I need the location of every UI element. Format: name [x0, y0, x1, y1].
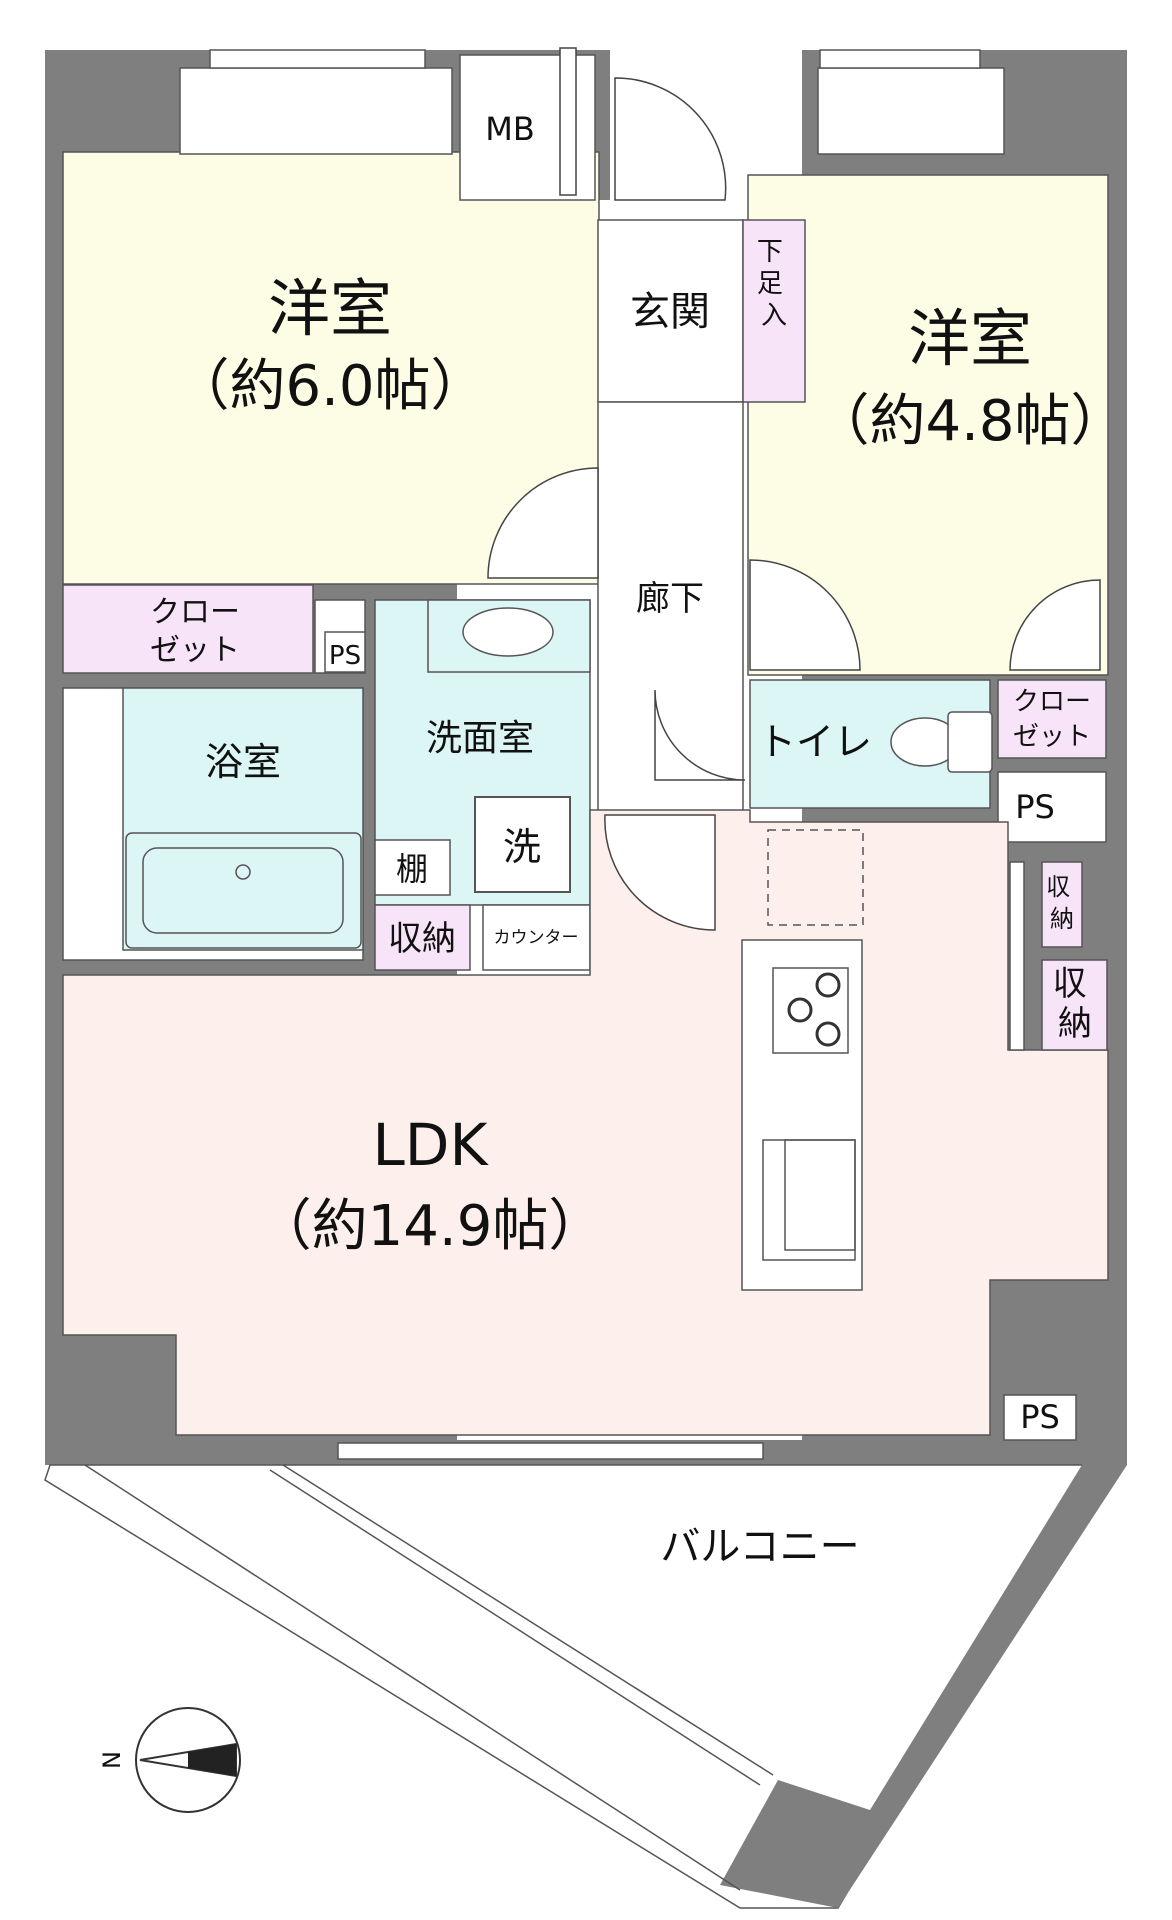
shoe-storage-char-3: 入	[761, 301, 787, 331]
storage-ldk-2-box	[1041, 959, 1108, 1051]
bathtub	[125, 832, 362, 949]
closet-2-line-1: クロー	[1013, 687, 1091, 717]
meter-box-label: MB	[485, 110, 535, 148]
toilet-label: トイレ	[758, 720, 872, 764]
closet-2-box	[997, 679, 1107, 759]
compass-rose	[135, 1707, 241, 1813]
western-room-1-size: （約6.0帖）	[173, 354, 486, 419]
shoe-storage-char-2: 足	[757, 269, 783, 299]
windows	[209, 49, 981, 1460]
western-room-2-name: 洋室	[908, 302, 1032, 375]
entrance-floor	[597, 219, 744, 403]
washer-box	[474, 796, 571, 893]
storage-ldk-2-char-1: 収	[1053, 964, 1087, 1004]
closet-2-line-2: ゼット	[1013, 722, 1091, 752]
storage-ldk-1-char-2: 納	[1050, 905, 1074, 933]
western-room-2-size: （約4.8帖）	[813, 389, 1126, 454]
storage-ldk-2-label: 収 納	[1053, 964, 1098, 1044]
ps-label-1: PS	[329, 641, 361, 671]
ps-box-3	[1003, 1394, 1077, 1441]
balcony-label: バルコニー	[660, 1524, 859, 1570]
storage-ldk-1-label: 収 納	[1046, 873, 1078, 933]
shoe-storage-char-1: 下	[757, 237, 783, 267]
bathroom-label: 浴室	[205, 740, 281, 784]
closet-1-line-2: ゼット	[150, 633, 240, 668]
ldk-size: （約14.9帖）	[256, 1194, 605, 1259]
entrance-label: 玄関	[630, 289, 710, 335]
fridge-space	[767, 829, 864, 926]
ps-box-1	[324, 631, 366, 673]
sink	[762, 1139, 856, 1261]
storage-ldk-1-char-1: 収	[1046, 873, 1070, 901]
shoe-storage-box	[742, 219, 806, 403]
storage-ldk-2-char-2: 納	[1058, 1004, 1092, 1044]
shoe-storage-label: 下 足 入	[757, 237, 791, 331]
ldk-name: LDK	[372, 1111, 489, 1179]
hallway-label: 廊下	[636, 579, 704, 619]
counter-box	[482, 904, 591, 971]
doors	[487, 47, 1101, 931]
counter-label: カウンター	[494, 928, 579, 948]
shelf-label: 棚	[396, 850, 428, 888]
compass-north-label: N	[98, 1751, 126, 1769]
storage-wash-label: 収納	[388, 919, 456, 959]
shelf-box	[374, 839, 451, 896]
ps-label-3: PS	[1020, 1398, 1060, 1436]
wash-basin	[462, 607, 554, 657]
balcony-floor	[44, 1464, 1102, 1909]
ps-label-2: PS	[1015, 788, 1055, 826]
washer-label: 洗	[503, 825, 541, 869]
storage-ldk-1-box	[1041, 861, 1083, 948]
storage-wash-box	[374, 904, 471, 971]
western-room-1-name: 洋室	[268, 272, 392, 345]
closet-1-box	[62, 584, 314, 674]
washroom-label: 洗面室	[426, 718, 534, 759]
closet-1-line-1: クロー	[150, 595, 240, 630]
